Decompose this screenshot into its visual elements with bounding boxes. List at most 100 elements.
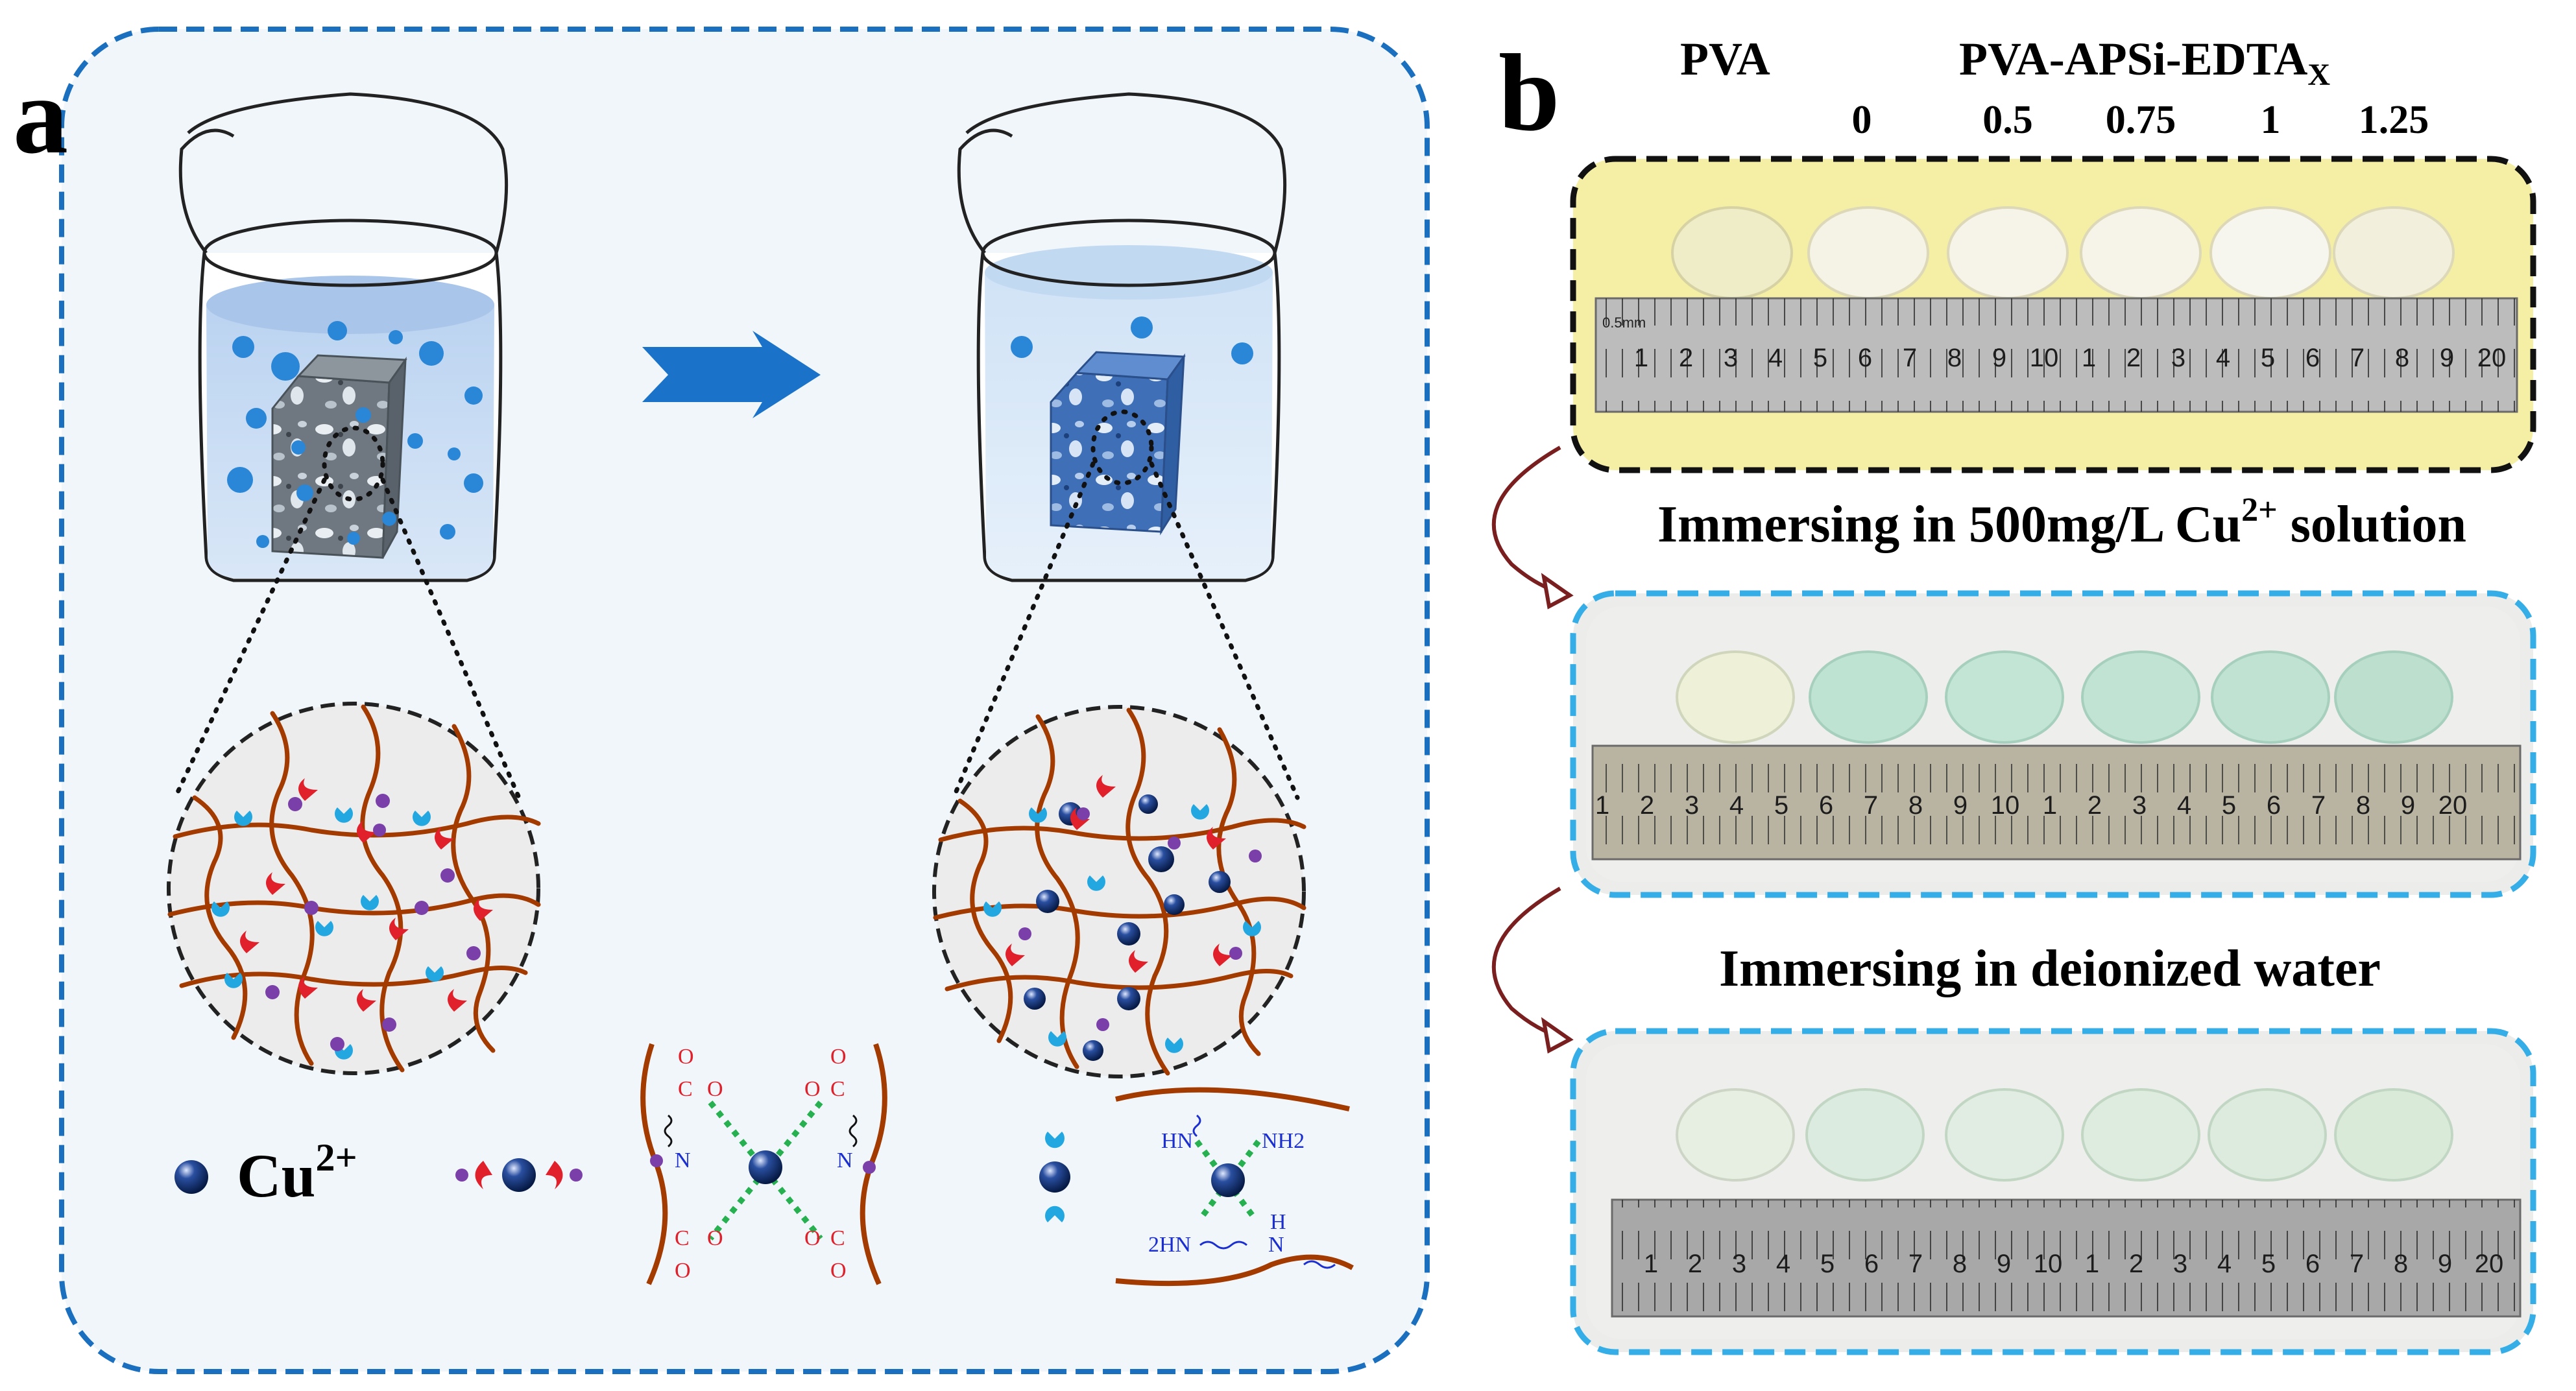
ruler-3-number: 20 (2475, 1250, 2504, 1278)
edta-o-7: O (804, 1226, 821, 1250)
ruler-2-number: 7 (1864, 791, 1878, 820)
header-series: PVA-APSi-EDTAX (1959, 33, 2330, 92)
zoom-circle-left (167, 702, 541, 1075)
edta-c-3: C (675, 1226, 690, 1250)
ruler-2-number: 6 (1819, 791, 1833, 820)
ruler-1-number: 8 (1947, 344, 1962, 372)
ruler-1-number: 10 (2030, 344, 2059, 372)
ruler-2-number: 8 (1908, 791, 1923, 820)
ruler-3-number: 6 (2305, 1250, 2320, 1278)
edta-c-1: C (678, 1077, 693, 1101)
header-values: 0 0.5 0.75 1 1.25 (1852, 98, 2429, 142)
ruler-1-number: 9 (2440, 344, 2454, 372)
ruler-3-number: 3 (1732, 1250, 1746, 1278)
ruler-3-number: 9 (1997, 1250, 2011, 1278)
ruler-1-number: 6 (2305, 344, 2320, 372)
ruler-2-number: 7 (2311, 791, 2326, 820)
aps-n: N (1268, 1233, 1284, 1257)
ruler-3-number: 7 (1908, 1250, 1923, 1278)
ruler-1-number: 5 (1813, 344, 1827, 372)
step2-caption: Immersing in deionized water (1719, 940, 2381, 997)
cu-ions-free (227, 321, 483, 548)
ruler-2-number: 8 (2356, 791, 2370, 820)
ruler-3-number: 2 (2129, 1250, 2143, 1278)
ruler-2-number: 3 (1685, 791, 1699, 820)
edta-c-4: C (830, 1226, 845, 1250)
edta-o-1: O (678, 1045, 694, 1069)
samples-cu (1676, 650, 2453, 744)
aps-h: H (1270, 1210, 1286, 1234)
ruler-1-number: 9 (1992, 344, 2006, 372)
zoom-lines (173, 409, 1300, 800)
ruler-3-number: 1 (1644, 1250, 1658, 1278)
samples-water (1676, 1088, 2453, 1182)
ruler-3-number: 1 (2085, 1250, 2099, 1278)
ruler-1-number: 1 (1634, 344, 1648, 372)
foam-cube-grey (271, 375, 391, 559)
ruler-2-number: 2 (2088, 791, 2102, 820)
cu-ion-symbol (175, 1160, 208, 1194)
beaker-right (957, 92, 1287, 582)
aps-2hn: 2HN (1148, 1233, 1191, 1257)
ruler-1-number: 6 (1858, 344, 1872, 372)
ruler-1-number: 5 (2261, 344, 2275, 372)
ruler-1-number: 8 (2395, 344, 2409, 372)
cu-complexes-right (983, 775, 1262, 1061)
ruler-3-number: 5 (1820, 1250, 1835, 1278)
edta-o-6: O (707, 1226, 723, 1250)
ruler-1-number: 4 (1768, 344, 1783, 372)
header-value-0: 0 (1852, 98, 1872, 142)
ruler-2-number: 5 (1774, 791, 1788, 820)
edta-o-8: O (830, 1259, 847, 1283)
curved-arrow-1 (1491, 446, 1564, 595)
header-pva: PVA (1680, 33, 1770, 85)
header-value-3: 1 (2261, 98, 2281, 142)
ruler-2-number: 9 (1953, 791, 1968, 820)
aps-hn: HN (1161, 1129, 1193, 1153)
ruler-2-number: 2 (1640, 791, 1654, 820)
ruler-1-number: 3 (2171, 344, 2185, 372)
ruler-1-number: 7 (2350, 344, 2365, 372)
ruler-1-number: 1 (2082, 344, 2096, 372)
edta-n-1: N (675, 1148, 691, 1172)
ruler-2-number: 10 (1991, 791, 2020, 820)
curved-arrow-1-head (1541, 573, 1574, 610)
cu-ions-remaining (1011, 316, 1253, 364)
panel-b: b PVA PVA-APSi-EDTAX 0 0.5 0.75 1 1.25 (1491, 32, 2536, 1355)
ruler-2-number: 6 (2267, 791, 2281, 820)
curved-arrow-2-head (1541, 1017, 1574, 1054)
beaker-left (178, 92, 509, 582)
ruler-2-number: 3 (2132, 791, 2147, 820)
legend-chelate-motif (455, 1158, 583, 1192)
panel-a: a (13, 27, 1430, 1374)
ruler-1-number: 4 (2216, 344, 2230, 372)
ruler-2-number: 4 (2177, 791, 2191, 820)
process-arrow (642, 331, 821, 418)
edta-n-2: N (837, 1148, 853, 1172)
ruler-2-number: 9 (2401, 791, 2415, 820)
ruler-2-number: 4 (1729, 791, 1744, 820)
edta-o-5: O (675, 1259, 691, 1283)
ruler-3-number: 8 (2394, 1250, 2408, 1278)
ruler-1-number: 7 (1903, 344, 1917, 372)
ruler-1-number: 20 (2477, 344, 2507, 372)
samples-dry (1671, 206, 2455, 300)
ruler-1-number: 3 (1724, 344, 1738, 372)
ruler-3-number: 2 (1688, 1250, 1702, 1278)
ruler-3-number: 9 (2438, 1250, 2452, 1278)
aps-nh2: NH2 (1262, 1129, 1305, 1153)
ruler-3-number: 7 (2350, 1250, 2364, 1278)
ruler-2-number: 5 (2222, 791, 2236, 820)
legend-edta-structure: O C O O C O C O O O C O N N (640, 1043, 887, 1285)
ruler-3-number: 4 (1776, 1250, 1790, 1278)
zoom-circle-right (932, 705, 1306, 1078)
ruler-1-number: 2 (2126, 344, 2141, 372)
step1-caption: Immersing in 500mg/L Cu2+ solution (1657, 492, 2466, 553)
edta-o-3: O (804, 1077, 821, 1101)
edta-c-2: C (830, 1077, 845, 1101)
